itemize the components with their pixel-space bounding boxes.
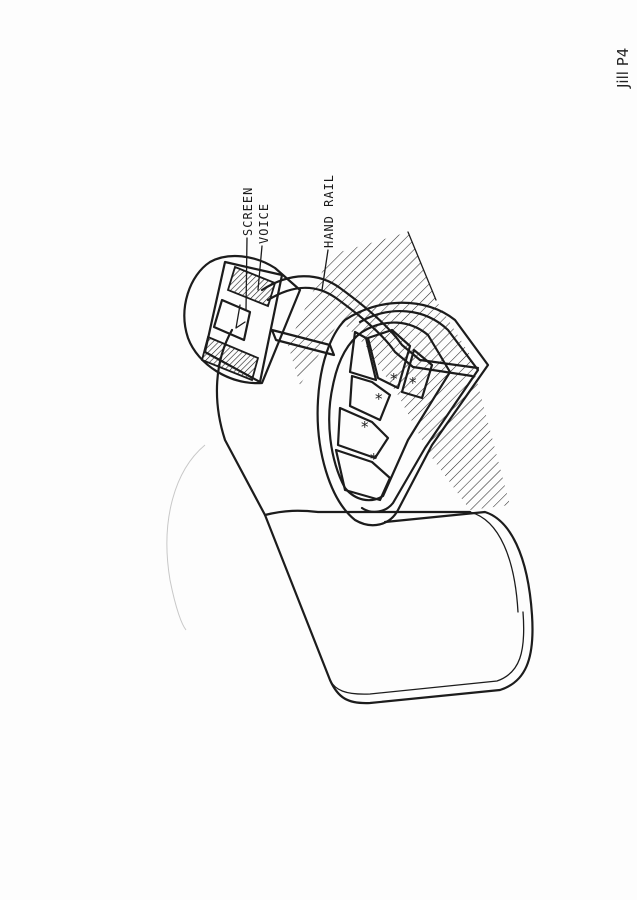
hand-rail[interactable] bbox=[260, 275, 480, 370]
backdrop-edge bbox=[407, 231, 437, 301]
keypad-key[interactable] bbox=[336, 406, 390, 460]
keypad-key[interactable] bbox=[348, 374, 392, 422]
base-platform-inner-curve bbox=[469, 511, 519, 613]
keypad-key[interactable] bbox=[334, 448, 392, 502]
leader-screen bbox=[245, 237, 248, 311]
keypad-key[interactable] bbox=[348, 330, 378, 382]
screen-housing bbox=[183, 255, 302, 385]
key-mark: * bbox=[370, 450, 378, 468]
label-screen: SCREEN bbox=[241, 187, 255, 236]
screen-window bbox=[212, 298, 252, 342]
leader-voice bbox=[257, 245, 263, 291]
key-mark: * bbox=[361, 418, 369, 436]
console-top-rim bbox=[358, 310, 480, 513]
construction-line bbox=[166, 444, 206, 631]
key-mark: * bbox=[375, 390, 383, 408]
speaker-grill-bottom bbox=[200, 335, 260, 382]
keypad-key[interactable] bbox=[366, 328, 412, 390]
keypad: * * * * * bbox=[334, 328, 434, 502]
label-hand-rail: HAND RAIL bbox=[322, 174, 336, 248]
label-voice: VOICE bbox=[257, 203, 271, 244]
hand-rail-outer bbox=[266, 286, 474, 378]
key-mark: * bbox=[409, 374, 417, 392]
console-body bbox=[316, 301, 490, 527]
screen-glare bbox=[235, 304, 246, 329]
signature: Jill P4 bbox=[614, 48, 632, 89]
speaker-grill-top bbox=[226, 265, 277, 308]
leader-hand-rail bbox=[321, 249, 329, 291]
support-post bbox=[270, 328, 336, 357]
backdrop-shadow bbox=[288, 232, 510, 510]
base-platform bbox=[215, 328, 534, 705]
base-platform-top bbox=[263, 509, 472, 517]
key-mark: * bbox=[390, 370, 398, 388]
base-platform-edge bbox=[329, 611, 525, 695]
